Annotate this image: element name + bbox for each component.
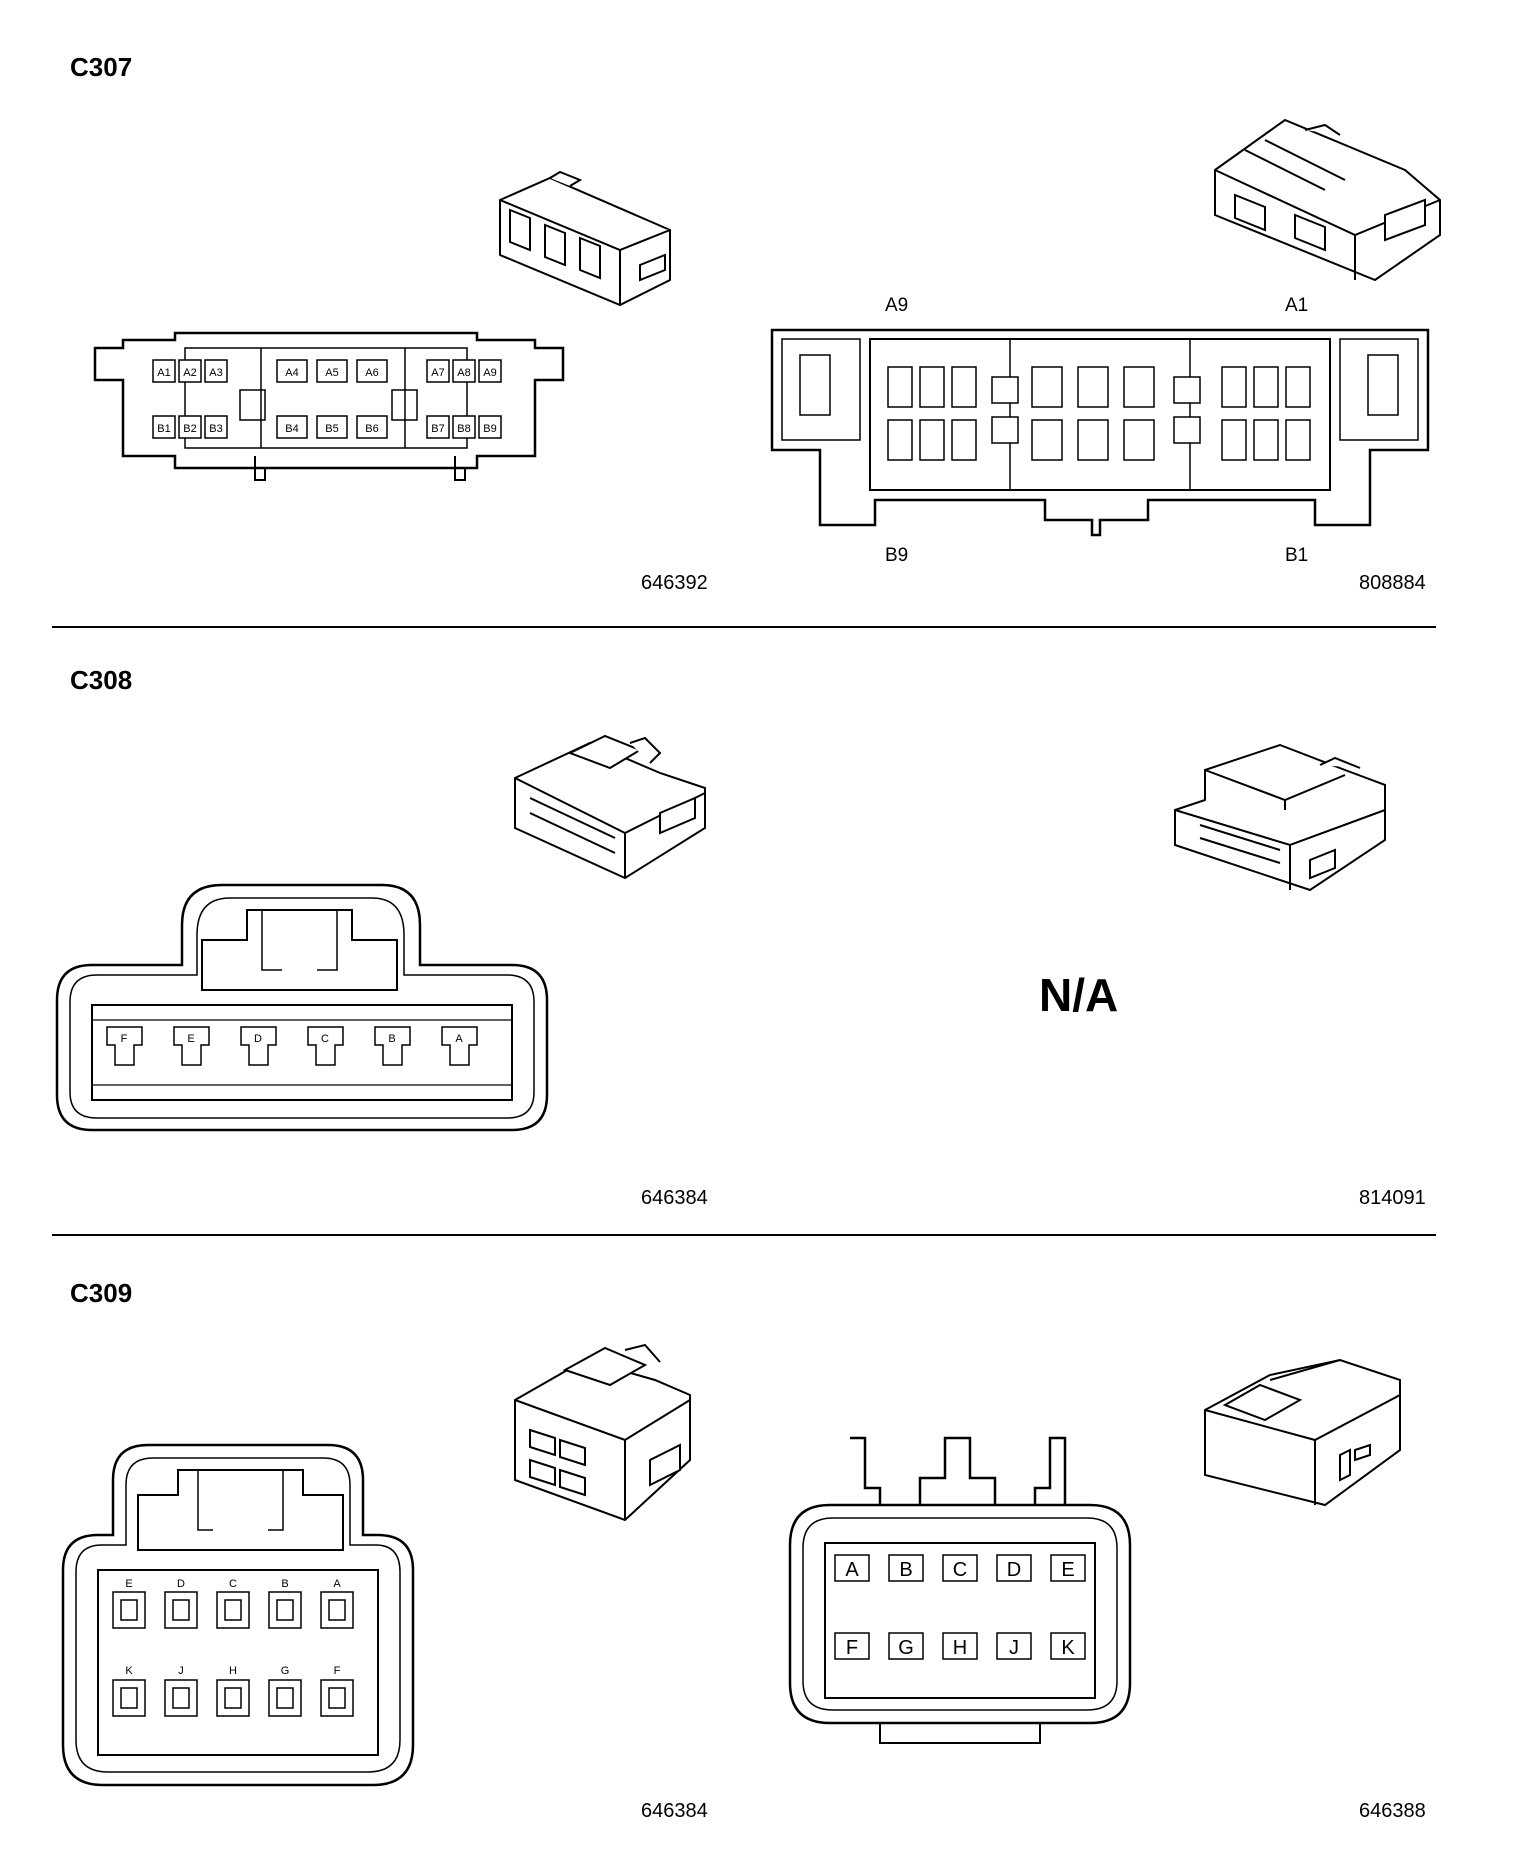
part-number: 808884 bbox=[1359, 572, 1426, 594]
cavity-label: F bbox=[846, 1637, 858, 1659]
section-divider bbox=[52, 1234, 1436, 1236]
cavity-label: A3 bbox=[209, 367, 222, 379]
cavity-label: E bbox=[187, 1033, 194, 1045]
connector-title-c308: C308 bbox=[70, 665, 133, 695]
cavity-label: E bbox=[1061, 1559, 1074, 1581]
cavity-label: J bbox=[178, 1665, 184, 1677]
cavity-label: F bbox=[121, 1033, 128, 1045]
corner-label-a1: A1 bbox=[1285, 295, 1309, 316]
connector-title-c307: C307 bbox=[70, 52, 133, 82]
cavity-label: A bbox=[333, 1578, 341, 1590]
corner-label-b1: B1 bbox=[1285, 545, 1309, 566]
part-number: 646384 bbox=[641, 1187, 708, 1209]
cavity-label: B6 bbox=[365, 423, 378, 435]
c307-right-connector-isometric-view bbox=[1214, 118, 1441, 282]
cavity-label: A5 bbox=[325, 367, 338, 379]
cavity-label: D bbox=[1007, 1559, 1021, 1581]
corner-label-b9: B9 bbox=[885, 545, 909, 566]
cavity-label: B5 bbox=[325, 423, 338, 435]
c309-left-connector-face-view: E D C B A K J H G F bbox=[61, 1443, 415, 1787]
cavity-label: C bbox=[321, 1033, 329, 1045]
cavity-label: K bbox=[125, 1665, 133, 1677]
part-number: 646392 bbox=[641, 572, 708, 594]
c309-right-connector-face-view: A B C D E F G H J K bbox=[788, 1436, 1132, 1744]
cavity-label: D bbox=[177, 1578, 185, 1590]
part-number: 646388 bbox=[1359, 1800, 1426, 1822]
cavity-label: B3 bbox=[209, 423, 222, 435]
cavity-label: E bbox=[125, 1578, 132, 1590]
part-number: 646384 bbox=[641, 1800, 708, 1822]
c308-left-connector-isometric-view bbox=[514, 734, 706, 880]
cavity-label: B2 bbox=[183, 423, 196, 435]
cavity-label: A8 bbox=[457, 367, 470, 379]
cavity-label: A2 bbox=[183, 367, 196, 379]
c307-right-connector-face-view bbox=[770, 328, 1430, 537]
cavity-label: B bbox=[388, 1033, 395, 1045]
cavity-label: B bbox=[281, 1578, 288, 1590]
cavity-label: C bbox=[953, 1559, 967, 1581]
c309-right-connector-isometric-view bbox=[1204, 1358, 1401, 1507]
cavity-label: B bbox=[899, 1559, 912, 1581]
cavity-label: G bbox=[281, 1665, 290, 1677]
cavity-label: A9 bbox=[483, 367, 496, 379]
cavity-label: A6 bbox=[365, 367, 378, 379]
cavity-label: C bbox=[229, 1578, 237, 1590]
c307-left-connector-isometric-view bbox=[499, 170, 671, 307]
c309-left-connector-isometric-view bbox=[514, 1343, 691, 1522]
cavity-label: A bbox=[455, 1033, 463, 1045]
cavity-label: F bbox=[334, 1665, 341, 1677]
cavity-label: A4 bbox=[285, 367, 298, 379]
cavity-label: A1 bbox=[157, 367, 170, 379]
cavity-label: H bbox=[953, 1637, 967, 1659]
c307-left-connector-face-view: A1 A2 A3 A4 A5 A6 A7 A8 A9 B1 B2 B3 B4 B… bbox=[93, 331, 565, 481]
cavity-label: B7 bbox=[431, 423, 444, 435]
cavity-label: J bbox=[1009, 1637, 1019, 1659]
cavity-label: D bbox=[254, 1033, 262, 1045]
cavity-label: A bbox=[845, 1559, 859, 1581]
connector-title-c309: C309 bbox=[70, 1278, 133, 1308]
cavity-label: K bbox=[1061, 1637, 1075, 1659]
corner-label-a9: A9 bbox=[885, 295, 909, 316]
cavity-label: G bbox=[898, 1637, 914, 1659]
part-number: 814091 bbox=[1359, 1187, 1426, 1209]
c308-right-connector-isometric-view bbox=[1174, 743, 1386, 892]
c308-left-connector-face-view: F E D C B A bbox=[55, 883, 549, 1132]
section-divider bbox=[52, 626, 1436, 628]
cavity-label: A7 bbox=[431, 367, 444, 379]
cavity-label: B4 bbox=[285, 423, 298, 435]
not-available-note: N/A bbox=[1039, 969, 1119, 1021]
cavity-label: B1 bbox=[157, 423, 170, 435]
cavity-label: B8 bbox=[457, 423, 470, 435]
cavity-label: B9 bbox=[483, 423, 496, 435]
cavity-label: H bbox=[229, 1665, 237, 1677]
